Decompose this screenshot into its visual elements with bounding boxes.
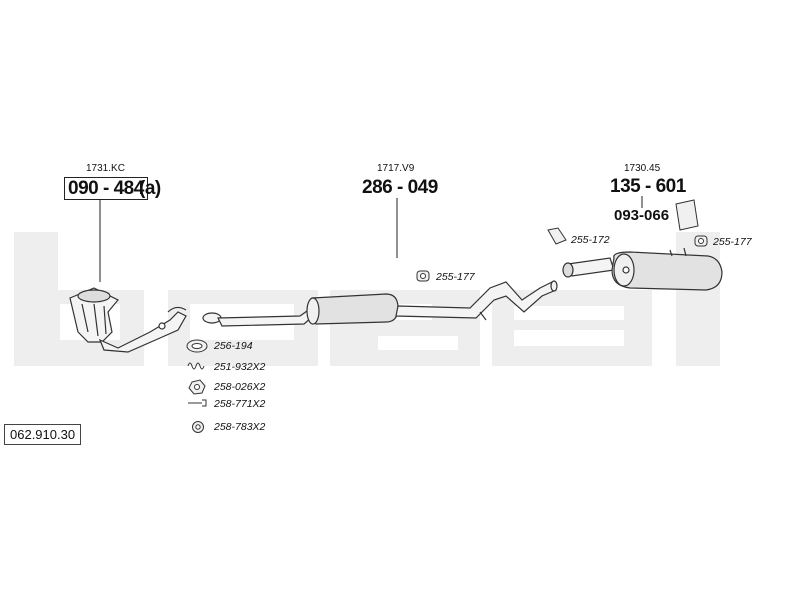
component-reference: 1731.KC	[86, 163, 125, 174]
sub-part-number: 093-066	[614, 207, 670, 224]
middle-silencer-assembly	[202, 280, 558, 327]
component-reference: 1717.V9	[377, 163, 415, 174]
hardware-label: 255-177	[436, 271, 475, 283]
bosal-watermark	[14, 232, 720, 366]
hardware-label: 255-177	[713, 236, 752, 248]
hardware-label: 258-771X2	[214, 398, 266, 410]
hardware-label: 255-172	[571, 234, 610, 246]
rear-silencer	[562, 247, 723, 291]
catalytic-converter	[69, 287, 187, 353]
spring-icon	[187, 362, 205, 370]
bolt-icon	[188, 399, 207, 407]
rubber-mount-icon	[694, 235, 708, 247]
part-number: 090 - 484	[64, 177, 148, 200]
hardware-label: 258-783X2	[214, 421, 266, 433]
hardware-label: 256-194	[214, 340, 253, 352]
hardware-label: 251-932X2	[214, 361, 266, 373]
document-number: 062.910.30	[4, 424, 82, 445]
mounting-bracket-icon	[675, 199, 699, 231]
part-number: 135 - 601	[610, 176, 686, 197]
part-suffix: (a)	[139, 178, 161, 199]
component-reference: 1730.45	[624, 163, 661, 174]
part-number: 286 - 049	[362, 177, 438, 198]
bracket-icon	[547, 227, 567, 245]
rubber-mount-icon	[416, 270, 430, 282]
hardware-label: 258-026X2	[214, 381, 266, 393]
